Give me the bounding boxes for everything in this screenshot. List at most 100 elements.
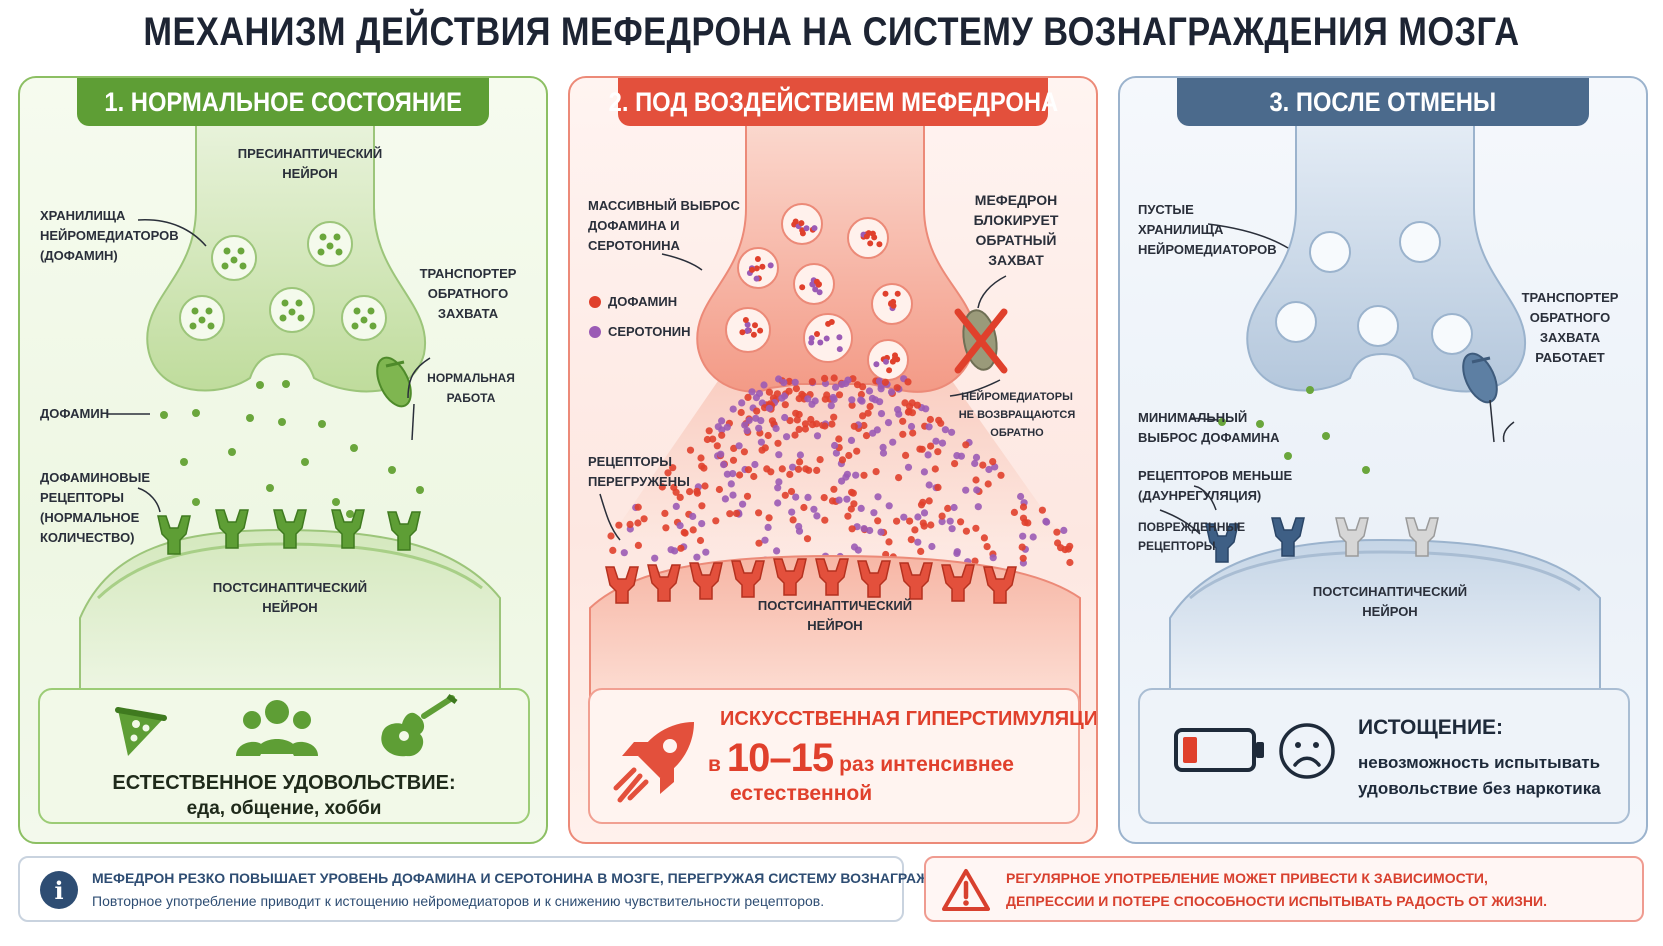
neurotransmitter-dot xyxy=(853,381,862,389)
neurotransmitter-dot xyxy=(658,483,666,491)
neurotransmitter-dot xyxy=(751,460,759,469)
neurotransmitter-dot xyxy=(888,300,895,307)
natural-pleasure-title: ЕСТЕСТВЕННОЕ УДОВОЛЬСТВИЕ: xyxy=(112,772,456,794)
legend-dopamine-label: ДОФАМИН xyxy=(608,294,678,309)
neurotransmitter-dot xyxy=(854,546,862,554)
neurotransmitter-dot xyxy=(792,385,800,393)
legend-serotonin-label: СЕРОТОНИН xyxy=(608,324,691,339)
info-icon: i xyxy=(40,871,78,909)
neurotransmitter-dot xyxy=(900,513,908,521)
neurotransmitter-dot xyxy=(844,512,852,520)
neurotransmitter-dot xyxy=(757,438,765,446)
neurotransmitter-dot xyxy=(754,256,761,262)
neurotransmitter-dot xyxy=(1018,543,1026,551)
neurotransmitter-dot xyxy=(843,495,851,503)
neurotransmitter-dot xyxy=(752,414,760,422)
neurotransmitter-dot xyxy=(634,541,642,549)
neurotransmitter-dot xyxy=(832,449,840,457)
neurotransmitter-dot xyxy=(713,442,721,450)
page-title: МЕХАНИЗМ ДЕЙСТВИЯ МЕФЕДРОНА НА СИСТЕМУ В… xyxy=(143,10,1520,54)
neurotransmitter-dot xyxy=(920,509,929,517)
neurotransmitter-dot xyxy=(802,465,810,473)
neurotransmitter-dot xyxy=(877,385,885,393)
neurotransmitter-dot xyxy=(737,408,745,417)
remaining-receptors xyxy=(1205,517,1305,563)
neurotransmitter-dot xyxy=(1066,558,1074,567)
neurotransmitter-dot xyxy=(816,456,824,464)
neurotransmitter-dot xyxy=(750,331,757,338)
neurotransmitter-dot xyxy=(836,346,843,353)
neurotransmitter-dot xyxy=(703,435,711,444)
neurotransmitter-dot xyxy=(798,220,805,227)
neurotransmitter-dot xyxy=(941,426,949,434)
neurotransmitter-dot xyxy=(816,289,823,296)
battery-low-icon xyxy=(1174,728,1264,772)
neurotransmitter-dot xyxy=(801,425,809,433)
neurotransmitter-dot xyxy=(865,387,874,395)
neurotransmitter-dot xyxy=(726,510,734,518)
neurotransmitter-dot xyxy=(876,241,883,248)
neurotransmitter-dot xyxy=(869,230,876,237)
neurotransmitter-dot xyxy=(620,549,628,557)
neurotransmitter-dot xyxy=(729,491,737,499)
neurotransmitter-dot xyxy=(946,517,954,525)
exhaustion-text: невозможность испытывать удовольствие бе… xyxy=(1358,753,1601,798)
neurotransmitter-dot xyxy=(869,429,877,437)
neurotransmitter-dot xyxy=(697,454,705,462)
neurotransmitter-dot xyxy=(857,504,865,512)
neurotransmitter-dot xyxy=(951,460,959,468)
neurotransmitter-dot xyxy=(781,413,789,422)
neurotransmitter-dot xyxy=(882,290,889,297)
neurotransmitter-dot xyxy=(1019,503,1028,511)
neurotransmitter-dot xyxy=(838,477,846,485)
neurotransmitter-dot xyxy=(924,451,932,459)
vesicle-dots xyxy=(189,233,377,330)
neurotransmitter-dot xyxy=(872,468,880,476)
neurotransmitter-dot xyxy=(781,401,789,409)
neurotransmitter-dot xyxy=(714,423,722,431)
neurotransmitter-dot xyxy=(927,442,935,450)
neurotransmitter-dot xyxy=(813,278,820,285)
neurotransmitter-dot xyxy=(1019,532,1027,540)
neurotransmitter-dot xyxy=(893,384,901,392)
neurotransmitter-dot xyxy=(615,521,623,529)
neurotransmitter-dot xyxy=(764,523,772,531)
neurotransmitter-dot xyxy=(794,465,803,473)
neurotransmitter-dot xyxy=(720,461,728,469)
neurotransmitter-dot xyxy=(974,503,982,511)
receptor xyxy=(941,564,975,602)
neurotransmitter-dot xyxy=(1057,544,1065,552)
sad-face-icon xyxy=(1279,723,1335,779)
receptor xyxy=(731,560,765,598)
neurotransmitter-dot xyxy=(791,431,799,439)
neurotransmitter-dot xyxy=(808,378,816,386)
neurotransmitter-dot xyxy=(741,421,749,429)
neurotransmitter-dot xyxy=(972,524,980,532)
neurotransmitter-dot xyxy=(689,512,697,520)
neurotransmitter-dot xyxy=(937,419,945,427)
neurotransmitter-dot xyxy=(718,417,726,425)
neurotransmitter-dot xyxy=(672,502,680,510)
neurotransmitter-dot xyxy=(893,517,901,525)
neurotransmitter-dot xyxy=(773,547,781,555)
neurotransmitter-dot xyxy=(781,491,789,499)
neurotransmitter-dot xyxy=(832,383,840,391)
neurotransmitter-dot xyxy=(848,396,856,404)
neurotransmitter-dot xyxy=(850,422,858,430)
neurotransmitter-dot xyxy=(863,233,870,240)
neurotransmitter-dot xyxy=(962,441,970,449)
neurotransmitter-dot xyxy=(864,409,872,417)
neurotransmitter-dot xyxy=(845,451,853,460)
warning-note: РЕГУЛЯРНОЕ УПОТРЕБЛЕНИЕ МОЖЕТ ПРИВЕСТИ К… xyxy=(924,856,1644,922)
neurotransmitter-dot xyxy=(909,429,917,437)
neurotransmitter-dot xyxy=(698,520,706,528)
neurotransmitter-dot xyxy=(917,547,925,555)
hyperstimulation-comparison: естественной xyxy=(730,782,873,805)
neurotransmitter-dot xyxy=(914,513,922,521)
neurotransmitter-dot xyxy=(729,456,738,464)
neurotransmitter-dot xyxy=(948,525,956,533)
